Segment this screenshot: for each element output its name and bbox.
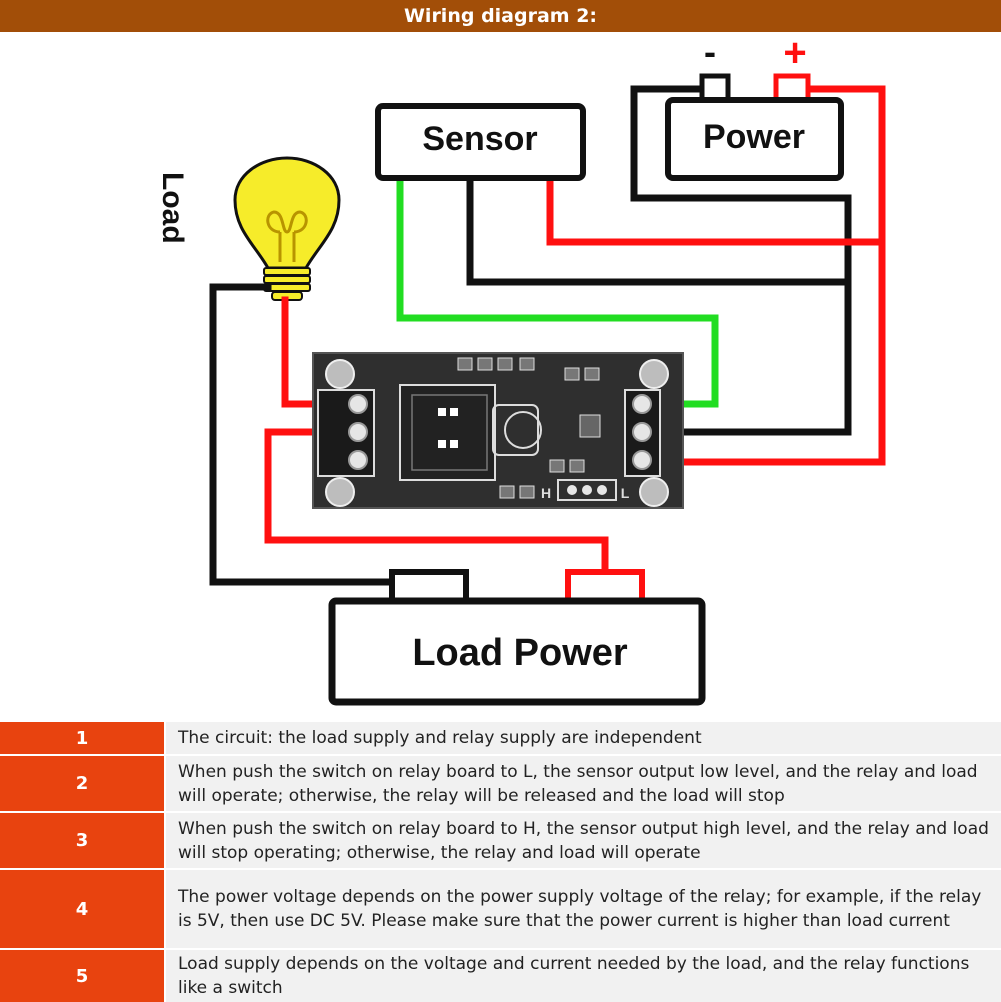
sensor-label: Sensor — [422, 120, 537, 158]
table-row: 5 Load supply depends on the voltage and… — [0, 949, 1001, 1002]
power-supply: Power - + — [665, 32, 844, 181]
wire-load-power-red — [264, 428, 609, 576]
notes-table: 1 The circuit: the load supply and relay… — [0, 720, 1001, 1002]
wiring-diagram: Load Sensor Power - — [156, 32, 886, 706]
row-number: 1 — [0, 721, 165, 755]
wire-sensor-black — [466, 174, 852, 286]
relay-board: H L — [312, 352, 684, 509]
switch-h-label: H — [541, 485, 551, 501]
light-bulb-icon — [233, 156, 341, 301]
table-row: 4 The power voltage depends on the power… — [0, 869, 1001, 949]
sensor-module: Sensor — [375, 103, 586, 181]
table-row: 3 When push the switch on relay board to… — [0, 812, 1001, 869]
wire-load-power-black — [209, 283, 414, 586]
mode-switch: H L — [541, 479, 630, 501]
power-label: Power — [703, 118, 805, 156]
load-power-supply: Load Power — [328, 569, 706, 706]
row-text: The circuit: the load supply and relay s… — [164, 721, 1001, 755]
row-number: 3 — [0, 812, 165, 869]
power-plus-sign: + — [783, 32, 806, 75]
row-text: When push the switch on relay board to L… — [164, 755, 1001, 812]
table-row: 2 When push the switch on relay board to… — [0, 755, 1001, 812]
row-text: When push the switch on relay board to H… — [164, 812, 1001, 869]
row-text: Load supply depends on the voltage and c… — [164, 949, 1001, 1002]
switch-l-label: L — [621, 485, 630, 501]
row-text: The power voltage depends on the power s… — [164, 869, 1001, 949]
wire-power-plus-red — [656, 85, 886, 466]
row-number: 4 — [0, 869, 165, 949]
load-power-label: Load Power — [412, 632, 628, 674]
power-minus-sign: - — [704, 32, 716, 72]
row-number: 5 — [0, 949, 165, 1002]
table-row: 1 The circuit: the load supply and relay… — [0, 721, 1001, 755]
row-number: 2 — [0, 755, 165, 812]
wire-sensor-green — [396, 174, 719, 408]
wire-bulb-red — [281, 296, 322, 408]
diagram-title: Wiring diagram 2: — [0, 0, 1001, 32]
wire-sensor-red — [546, 174, 886, 246]
wire-power-minus-black — [630, 85, 852, 436]
load-terminal-block — [317, 389, 375, 477]
load-label: Load — [156, 172, 189, 244]
signal-terminal-block — [624, 389, 661, 477]
